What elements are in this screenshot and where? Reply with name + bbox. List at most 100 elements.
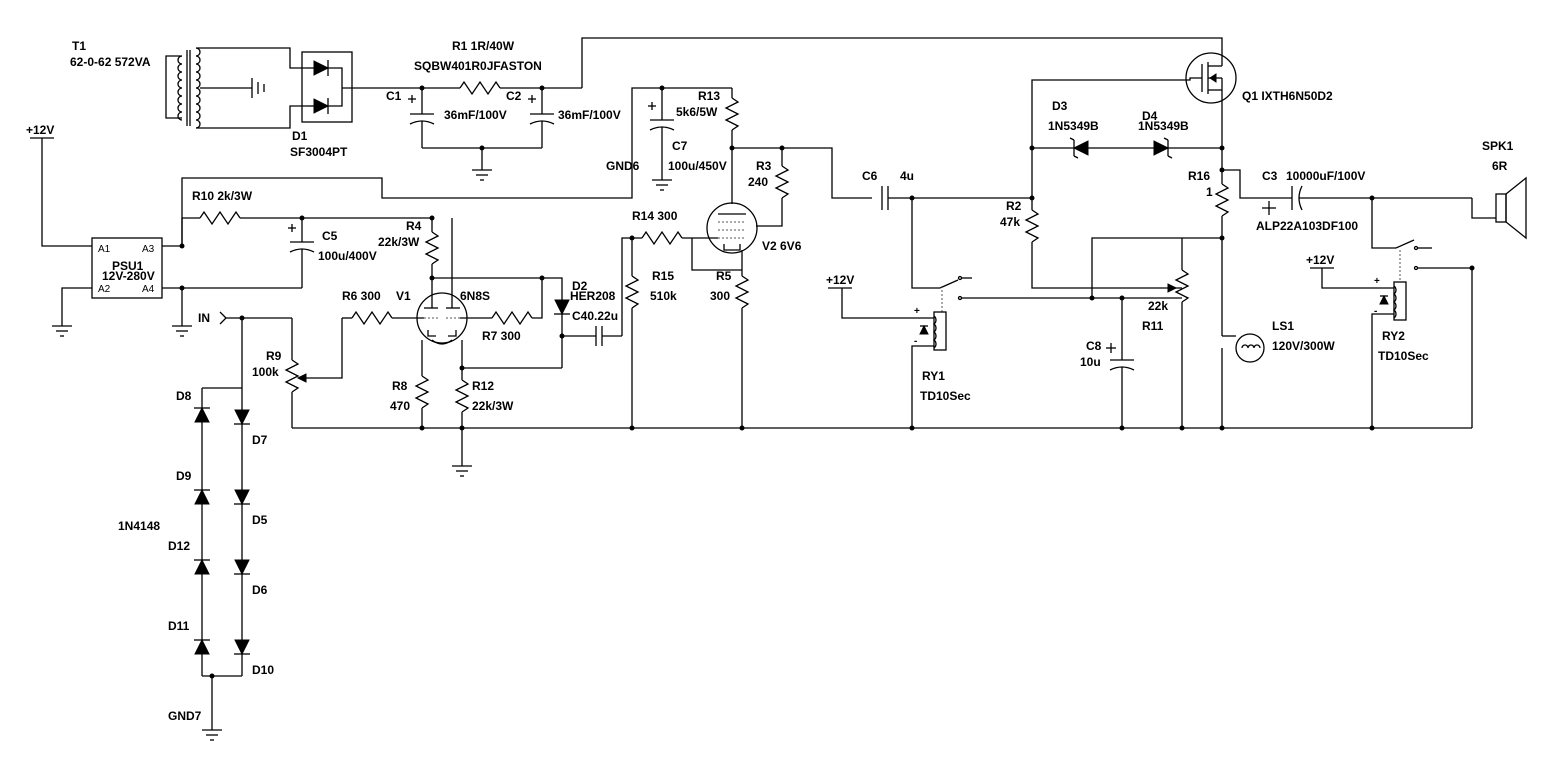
psu1-pin-a4: A4 — [142, 284, 155, 295]
c3-part: ALP22A103DF100 — [1256, 219, 1358, 233]
c3-value: 10000uF/100V — [1286, 169, 1365, 183]
q1-label: Q1 IXTH6N50D2 — [1242, 89, 1333, 103]
r8-ref: R8 — [392, 379, 408, 393]
psu1-value: 12V-280V — [102, 269, 155, 283]
psu1-pin-a3: A3 — [142, 244, 155, 255]
r9-value: 100k — [252, 365, 279, 379]
resistors-r14-r15 — [621, 230, 683, 428]
d12-label: D12 — [168, 539, 190, 553]
ls1-value: 120V/300W — [1272, 339, 1335, 353]
ry1-plus: + — [914, 306, 920, 317]
r4-ref: R4 — [406, 219, 422, 233]
c4-label: C40.22u — [572, 309, 618, 323]
gnd6-label: GND6 — [606, 159, 640, 173]
resistors-r13-r3 — [724, 88, 872, 227]
psu1-pin-a2: A2 — [98, 284, 111, 295]
c7-value: 100u/450V — [668, 159, 727, 173]
capacitor-c6-relay-ry1 — [828, 186, 1182, 428]
power-supply-filter — [408, 37, 1223, 181]
output-c3-ry2-spk1 — [1262, 176, 1527, 428]
psu1-ref: PSU1 — [112, 259, 144, 273]
r2-value: 47k — [1000, 215, 1020, 229]
d3-ref: D3 — [1052, 99, 1068, 113]
r4-value: 22k/3W — [378, 235, 420, 249]
c5-value: 100u/400V — [318, 249, 377, 263]
r2-ref: R2 — [1006, 199, 1022, 213]
c3-ref: C3 — [1262, 169, 1278, 183]
d5-label: D5 — [252, 513, 268, 527]
r3-ref: R3 — [756, 159, 772, 173]
d-string-value: 1N4148 — [118, 519, 160, 533]
ry1-minus: - — [914, 336, 917, 347]
spk1-value: 6R — [1492, 159, 1508, 173]
d7-label: D7 — [252, 433, 268, 447]
ry2-plus: + — [1374, 276, 1380, 287]
capacitor-c7 — [648, 85, 675, 191]
input-r9 — [219, 311, 343, 428]
d3-value: 1N5349B — [1048, 119, 1099, 133]
v2-label: V2 6V6 — [762, 239, 802, 253]
mosfet-q1 — [1031, 52, 1237, 198]
r16-value: 1 — [1206, 185, 1213, 199]
resistor-r16-lamp-ls1 — [1214, 167, 1292, 428]
c6-ref: C6 — [862, 169, 878, 183]
v1-value: 6N8S — [460, 289, 490, 303]
d1-value: SF3004PT — [290, 145, 348, 159]
d2-value: HER208 — [570, 289, 616, 303]
in-label: IN — [198, 311, 210, 325]
d1-ref: D1 — [292, 129, 308, 143]
r13-ref: R13 — [698, 89, 720, 103]
r5-ref: R5 — [716, 269, 732, 283]
tube-v1 — [342, 215, 562, 477]
c7-ref: C7 — [672, 139, 688, 153]
r10-label: R10 2k/3W — [192, 189, 253, 203]
rectifier-d1 — [301, 51, 422, 123]
zeners-d3-d4 — [1029, 137, 1225, 159]
psu1-pin-a1: A1 — [98, 244, 111, 255]
t1-ref: T1 — [72, 39, 86, 53]
ry2-ref: RY2 — [1382, 329, 1405, 343]
r13-value: 5k6/5W — [676, 105, 718, 119]
d4-value: 1N5349B — [1138, 119, 1189, 133]
d2-ref: D2 — [572, 279, 588, 293]
r12-value: 22k/3W — [472, 399, 514, 413]
tube-v2 — [682, 202, 758, 428]
capacitor-c4-diode-d2 — [452, 275, 622, 368]
c8-value: 10u — [1080, 355, 1101, 369]
d11-label: D11 — [168, 619, 190, 633]
c2-ref: C2 — [506, 89, 522, 103]
r8-value: 470 — [390, 399, 410, 413]
r3-value: 240 — [748, 175, 768, 189]
r12-ref: R12 — [472, 379, 494, 393]
d8-label: D8 — [176, 389, 192, 403]
r6-label: R6 300 — [342, 289, 381, 303]
r11-value: 22k — [1148, 299, 1168, 313]
ry1-ref: RY1 — [922, 369, 945, 383]
d9-label: D9 — [176, 469, 192, 483]
r16-ref: R16 — [1188, 169, 1210, 183]
plus12v-c: +12V — [1306, 253, 1334, 267]
ry1-value: TD10Sec — [920, 389, 971, 403]
r5-value: 300 — [710, 289, 730, 303]
transformer-t1 — [165, 47, 306, 129]
r1-value: SQBW401R0JFASTON — [414, 59, 542, 73]
psu1 — [30, 87, 732, 337]
c6-value: 4u — [900, 169, 914, 183]
component-labels: T1 62-0-62 572VA D1 SF3004PT R1 1R/40W S… — [26, 39, 1514, 723]
spk1-ref: SPK1 — [1482, 139, 1514, 153]
r15-ref: R15 — [652, 269, 674, 283]
r15-value: 510k — [650, 289, 677, 303]
c5-ref: C5 — [322, 229, 338, 243]
t1-value: 62-0-62 572VA — [70, 55, 151, 69]
d6-label: D6 — [252, 583, 268, 597]
ry2-minus: - — [1374, 306, 1377, 317]
ry2-value: TD10Sec — [1378, 349, 1429, 363]
r9-ref: R9 — [266, 349, 282, 363]
c1-ref: C1 — [386, 89, 402, 103]
r1-ref: R1 1R/40W — [452, 39, 515, 53]
ls1-ref: LS1 — [1272, 319, 1294, 333]
d10-label: D10 — [252, 663, 274, 677]
r11-ref: R11 — [1142, 319, 1164, 333]
v1-ref: V1 — [396, 289, 411, 303]
